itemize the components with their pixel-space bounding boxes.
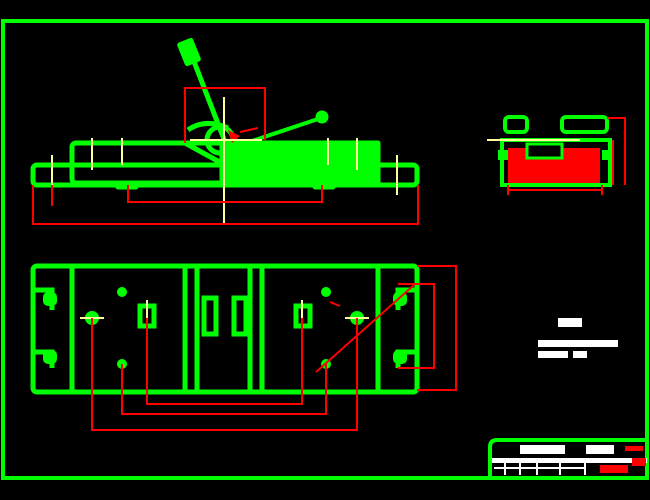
side-view — [487, 115, 626, 195]
technical-notes — [538, 318, 618, 358]
lever-knob — [315, 110, 329, 124]
plan-centerlines — [80, 300, 369, 330]
short-lever — [224, 115, 325, 152]
side-nub-right — [602, 150, 612, 160]
drawing-frame — [1, 19, 649, 480]
side-top-left — [503, 115, 529, 134]
title-block — [488, 438, 648, 478]
front-centerlines — [51, 97, 398, 225]
clamp-block — [219, 140, 381, 188]
foot-right — [312, 180, 336, 190]
side-dimensions — [507, 117, 626, 195]
plan-outline — [30, 263, 420, 395]
side-nub-left — [498, 150, 508, 160]
lever-handle — [177, 37, 201, 67]
plan-dimensions — [91, 265, 457, 431]
plan-view — [30, 263, 420, 395]
side-slot — [525, 142, 564, 160]
front-dimensions — [32, 87, 419, 225]
plan-holes — [43, 287, 407, 369]
side-top-right — [560, 115, 609, 134]
